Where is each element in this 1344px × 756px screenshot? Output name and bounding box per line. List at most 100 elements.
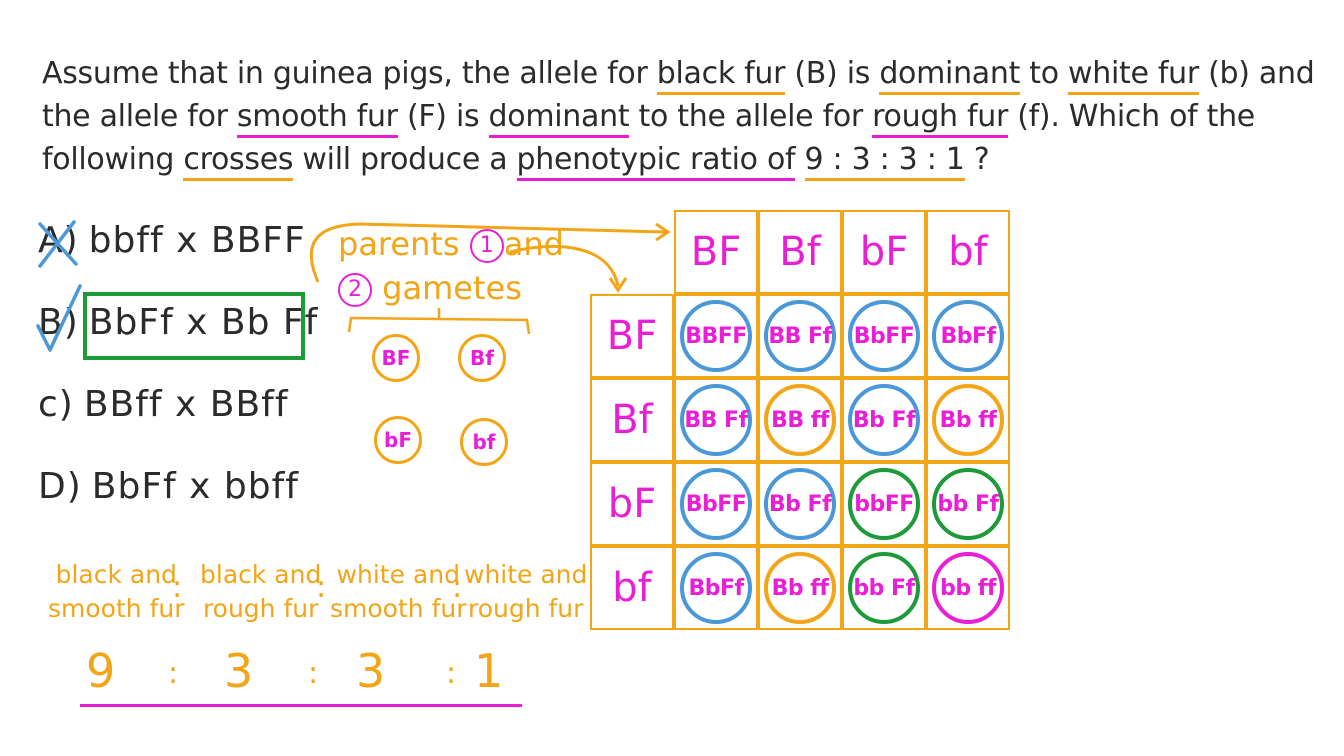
question-segment: (F) is <box>397 99 489 134</box>
genotype-circle-blue: BbFf <box>932 300 1004 372</box>
question-highlight: rough fur <box>872 99 1008 138</box>
ratio-label-line: smooth fur <box>48 594 185 623</box>
option-d: D)BbFf x bbff <box>38 466 299 507</box>
genotype-circle-magenta: bb ff <box>932 552 1004 624</box>
option-c-cross: BBff x BBff <box>83 384 289 425</box>
annotation-word-parents: parents <box>338 225 460 263</box>
genotype-circle-blue: Bb Ff <box>764 468 836 540</box>
genotype-circle-orange: Bb ff <box>932 384 1004 456</box>
ratio-separator: : <box>316 570 327 605</box>
ratio-label-line: smooth fur <box>330 594 467 623</box>
gamete-bracket <box>347 308 531 335</box>
punnett-col-header: Bf <box>758 210 842 294</box>
punnett-cell: bb ff <box>926 546 1010 630</box>
ratio-label-black-smooth: black and smooth fur <box>48 558 185 626</box>
ratio-number: 3 <box>356 644 386 698</box>
genotype-circle-green: bb Ff <box>848 552 920 624</box>
ratio-label-line: rough fur <box>467 594 584 623</box>
genotype-circle-blue: BB Ff <box>764 300 836 372</box>
ratio-label-white-rough: white and rough fur <box>464 558 587 626</box>
punnett-cell: BBFF <box>674 294 758 378</box>
gamete-bF: bF <box>374 416 422 464</box>
punnett-cell: Bb ff <box>926 378 1010 462</box>
punnett-cell: bbFF <box>842 462 926 546</box>
question-highlight: phenotypic ratio of <box>516 142 796 181</box>
correct-answer-box <box>83 292 305 360</box>
punnett-row-header: bf <box>590 546 674 630</box>
question-highlight: 9 : 3 : 3 : 1 <box>804 142 965 181</box>
punnett-cell: BbFF <box>674 462 758 546</box>
option-d-letter: D) <box>38 466 82 507</box>
punnett-cell: bb Ff <box>926 462 1010 546</box>
question-segment: will produce a <box>293 142 517 177</box>
option-c: c)BBff x BBff <box>38 384 289 425</box>
punnett-cell: Bb Ff <box>842 378 926 462</box>
question-segment: (b) and the allele for <box>42 56 1315 134</box>
genotype-circle-green: bb Ff <box>932 468 1004 540</box>
ratio-label-line: black and <box>55 560 177 589</box>
option-c-letter: c) <box>38 384 74 425</box>
ratio-number: 9 <box>86 644 116 698</box>
question-segment: (B) is <box>785 56 880 91</box>
question-highlight: crosses <box>183 142 293 181</box>
question-segment <box>795 142 804 177</box>
question-segment: ? <box>964 142 990 177</box>
punnett-cell: BbFF <box>842 294 926 378</box>
question-segment: to the allele for <box>629 99 873 134</box>
ratio-separator: : <box>172 570 183 605</box>
question-segment: (f). Which of the following <box>42 99 1255 177</box>
genotype-circle-green: bbFF <box>848 468 920 540</box>
genotype-circle-blue: BB Ff <box>680 384 752 456</box>
check-mark <box>36 284 82 352</box>
genotype-circle-blue: BbFf <box>680 552 752 624</box>
cross-out-mark <box>38 220 78 268</box>
ratio-underline <box>80 704 522 707</box>
punnett-row-header: Bf <box>590 378 674 462</box>
punnett-col-header: bf <box>926 210 1010 294</box>
ratio-label-white-smooth: white and smooth fur <box>330 558 467 626</box>
punnett-row-header: bF <box>590 462 674 546</box>
punnett-col-header: bF <box>842 210 926 294</box>
parent-1-number: 1 <box>469 229 504 263</box>
genotype-circle-blue: Bb Ff <box>848 384 920 456</box>
question-highlight: white fur <box>1068 56 1199 95</box>
punnett-cell: BB ff <box>758 378 842 462</box>
genotype-circle-blue: BbFF <box>680 468 752 540</box>
option-d-cross: BbFf x bbff <box>91 466 299 507</box>
question-highlight: dominant <box>488 99 630 138</box>
gamete-bf: bf <box>460 418 508 466</box>
gamete-Bf: Bf <box>458 334 506 382</box>
ratio-separator: : <box>452 570 463 605</box>
question-highlight: black fur <box>656 56 785 95</box>
genotype-circle-orange: Bb ff <box>764 552 836 624</box>
option-a-cross: bbff x BBFF <box>88 220 306 261</box>
genotype-circle-blue: BBFF <box>680 300 752 372</box>
ratio-separator: : <box>168 656 179 691</box>
punnett-cell: BB Ff <box>758 294 842 378</box>
option-b-cross: BbFf x Bb Ff <box>88 302 319 343</box>
punnett-row-header: BF <box>590 294 674 378</box>
ratio-number: 3 <box>224 644 254 698</box>
ratio-number: 1 <box>474 644 504 698</box>
gamete-BF: BF <box>372 334 420 382</box>
punnett-col-header: BF <box>674 210 758 294</box>
ratio-label-line: rough fur <box>202 594 319 623</box>
punnett-cell: Bb ff <box>758 546 842 630</box>
punnett-cell: BB Ff <box>674 378 758 462</box>
parent-2-number: 2 <box>338 273 372 307</box>
genotype-circle-blue: BbFF <box>848 300 920 372</box>
punnett-cell: BbFf <box>674 546 758 630</box>
ratio-separator: : <box>308 656 319 691</box>
question-text: Assume that in guinea pigs, the allele f… <box>42 52 1322 181</box>
annotation-arrows <box>309 222 671 293</box>
ratio-label-line: black and <box>200 560 322 589</box>
question-highlight: smooth fur <box>236 99 398 138</box>
ratio-separator: : <box>446 656 457 691</box>
punnett-cell: bb Ff <box>842 546 926 630</box>
annotation-word-and: and <box>503 225 564 263</box>
ratio-label-line: white and <box>336 560 460 589</box>
ratio-label-black-rough: black and rough fur <box>200 558 321 626</box>
punnett-cell: BbFf <box>926 294 1010 378</box>
question-segment: to <box>1020 56 1069 91</box>
